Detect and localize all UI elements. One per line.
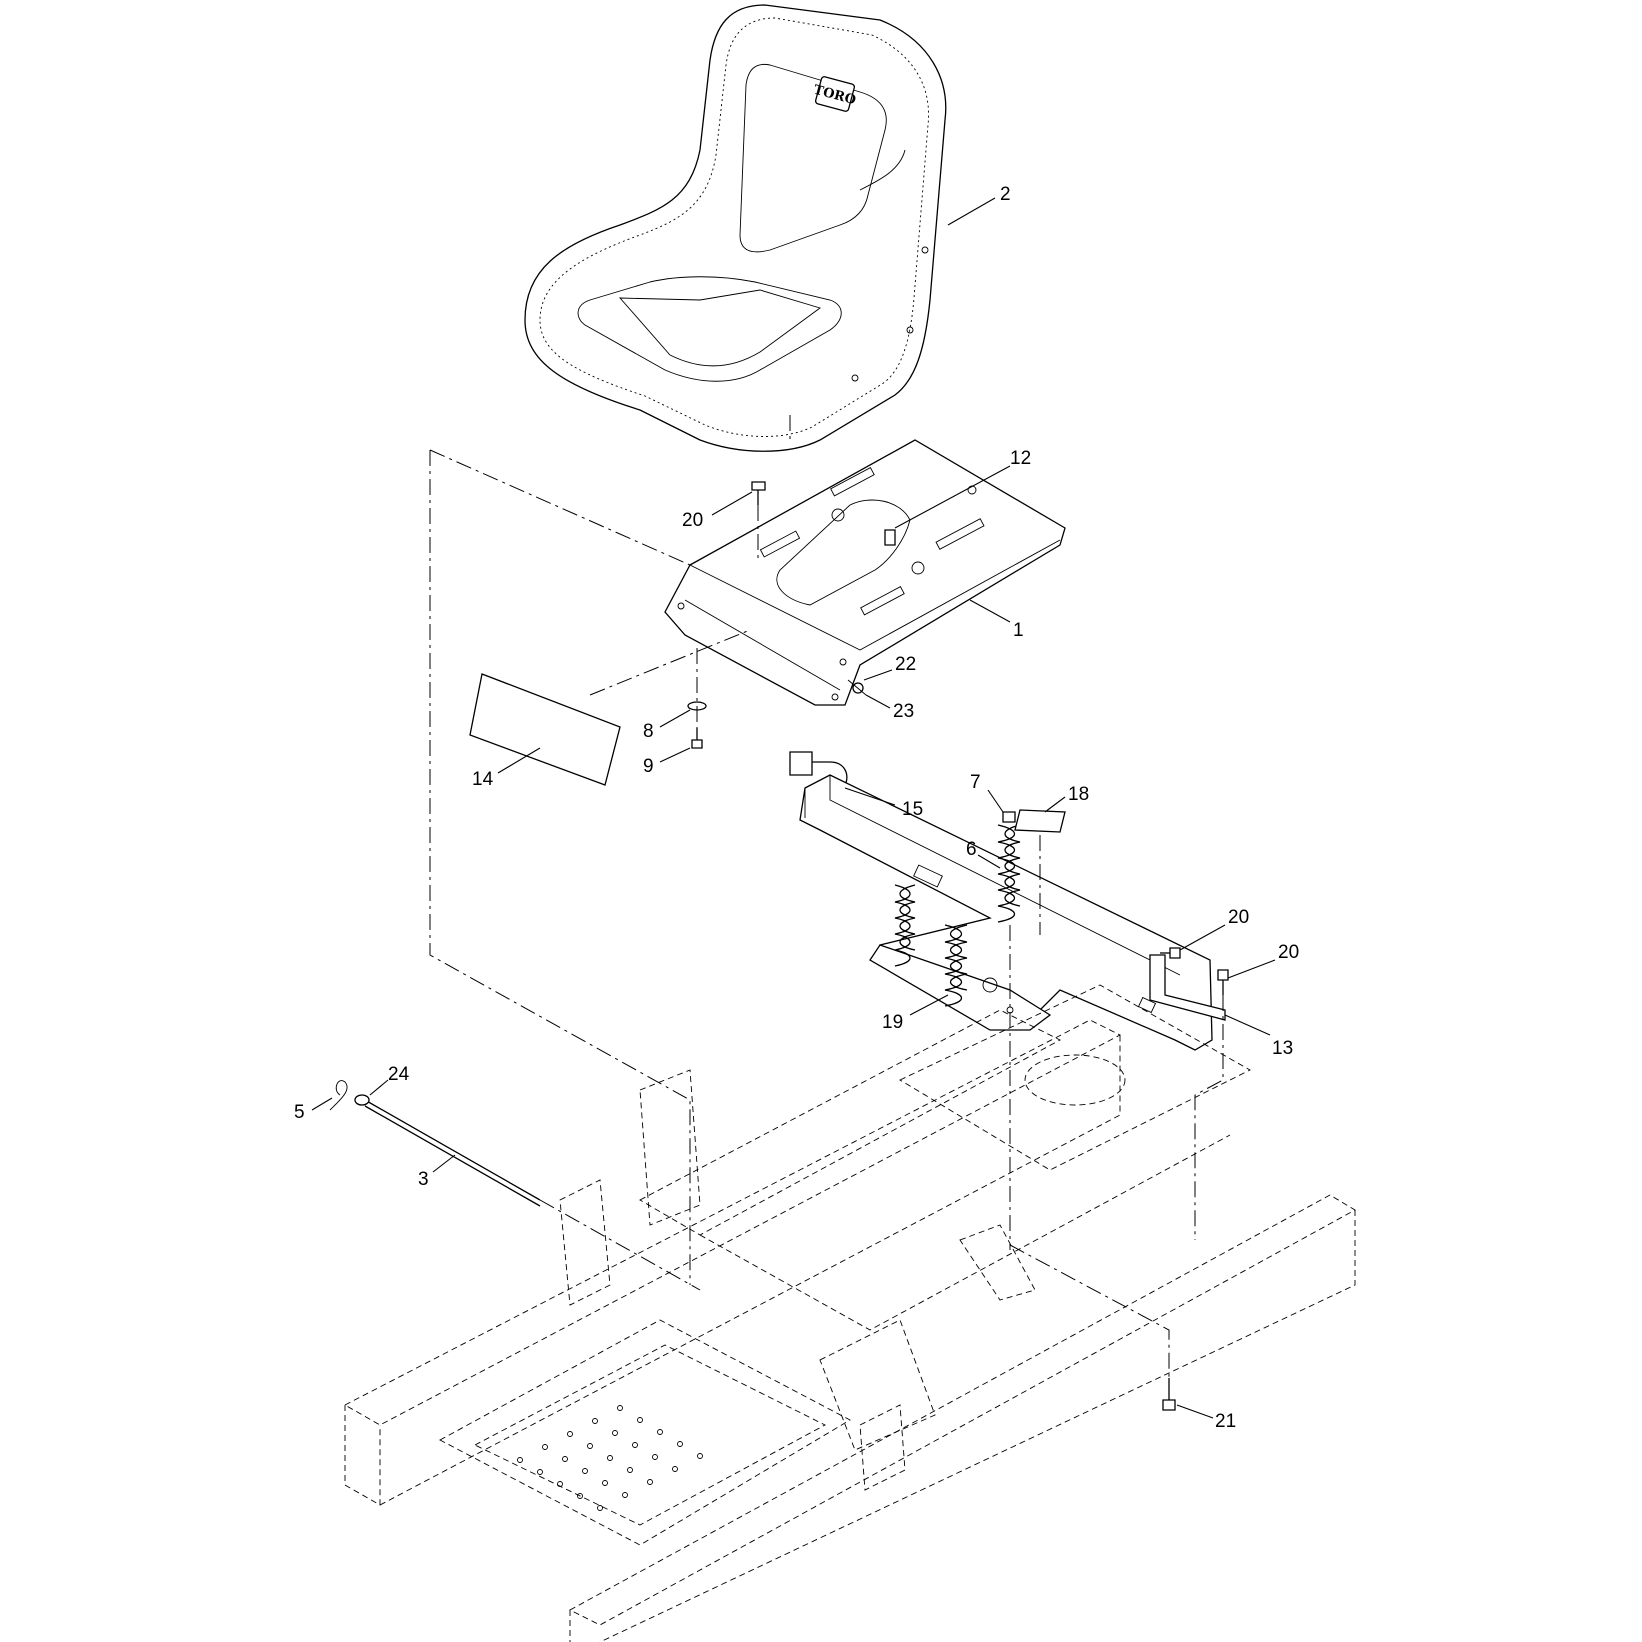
callout-20-right-2: 20 (1227, 942, 1299, 979)
spring-6 (997, 824, 1021, 923)
svg-text:12: 12 (1010, 448, 1031, 469)
callout-14: 14 (472, 747, 541, 790)
callout-1: 1 (969, 599, 1024, 641)
callout-6: 6 (966, 839, 1001, 869)
decal-18 (1014, 809, 1066, 833)
seat: TORO (524, 4, 947, 452)
callout-20-top: 20 (682, 491, 753, 531)
svg-text:19: 19 (882, 1012, 903, 1033)
callout-3: 3 (418, 1154, 456, 1190)
callout-22: 22 (863, 654, 916, 681)
callout-8: 8 (643, 709, 691, 742)
spring-center (944, 924, 968, 1007)
svg-text:2: 2 (1000, 184, 1011, 205)
callout-24: 24 (369, 1064, 410, 1096)
spring-left (894, 884, 916, 967)
svg-text:20: 20 (1278, 942, 1299, 963)
hairpin-5 (329, 1080, 348, 1111)
svg-text:5: 5 (294, 1102, 305, 1123)
seat-pan (664, 439, 1066, 706)
assembly-lines (429, 415, 1224, 1378)
svg-text:18: 18 (1068, 784, 1089, 805)
collar-24 (354, 1094, 370, 1106)
svg-text:23: 23 (893, 701, 914, 722)
svg-text:9: 9 (643, 756, 654, 777)
svg-text:22: 22 (895, 654, 916, 675)
suspension-frame (799, 774, 1226, 1051)
svg-text:21: 21 (1215, 1411, 1236, 1432)
svg-text:20: 20 (1228, 907, 1249, 928)
pivot-rod-3 (364, 1099, 541, 1207)
bolt-9 (691, 728, 703, 749)
callout-9: 9 (643, 747, 691, 777)
bolt-20-top (751, 481, 766, 505)
bolt-20-right-2 (1217, 969, 1229, 995)
svg-text:6: 6 (966, 839, 977, 860)
callout-20-right-1: 20 (1179, 907, 1249, 951)
callout-21: 21 (1176, 1404, 1236, 1432)
callout-7: 7 (970, 772, 1004, 813)
callout-13: 13 (1224, 1014, 1293, 1059)
svg-text:14: 14 (472, 769, 494, 790)
nut-7 (1002, 811, 1016, 823)
callout-15: 15 (844, 787, 923, 820)
callout-18: 18 (1044, 784, 1089, 813)
svg-text:1: 1 (1013, 620, 1024, 641)
svg-text:24: 24 (388, 1064, 410, 1085)
decal-14 (469, 673, 621, 786)
chassis-frame (344, 984, 1356, 1642)
svg-text:8: 8 (643, 721, 654, 742)
bolt-21 (1162, 1378, 1176, 1411)
pin-22-23 (847, 679, 867, 696)
callout-12: 12 (894, 448, 1031, 529)
svg-text:3: 3 (418, 1169, 429, 1190)
callout-23: 23 (865, 694, 914, 722)
callout-19: 19 (882, 994, 949, 1033)
callout-2: 2 (947, 184, 1011, 226)
svg-text:20: 20 (682, 510, 703, 531)
callout-5: 5 (294, 1097, 333, 1123)
svg-text:7: 7 (970, 772, 981, 793)
svg-text:15: 15 (902, 799, 923, 820)
bolt-20-right-1 (1160, 947, 1181, 959)
svg-text:13: 13 (1272, 1038, 1293, 1059)
